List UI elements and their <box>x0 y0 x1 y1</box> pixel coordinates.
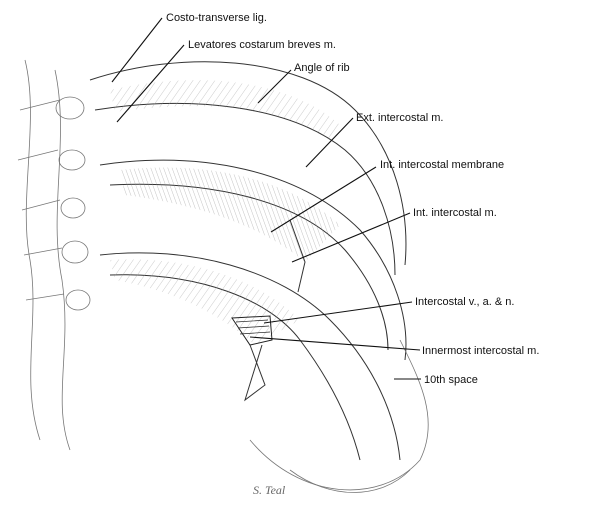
chest-wall <box>249 339 429 493</box>
label-levatores-costarum-breves: Levatores costarum breves m. <box>188 39 336 51</box>
label-int-intercostal: Int. intercostal m. <box>413 207 497 219</box>
label-ext-intercostal: Ext. intercostal m. <box>356 112 443 124</box>
label-tenth-space: 10th space <box>424 374 478 386</box>
label-int-intercostal-membrane: Int. intercostal membrane <box>380 159 504 171</box>
rib-upper <box>89 61 407 276</box>
label-angle-of-rib: Angle of rib <box>294 62 350 74</box>
rib-lower <box>99 252 401 461</box>
leader-lines <box>111 17 421 380</box>
rib-middle <box>99 159 407 361</box>
label-group: Costo-transverse lig. Levatores costarum… <box>166 12 539 386</box>
vertebral-column <box>17 59 91 451</box>
artist-signature: S. Teal <box>253 483 286 497</box>
label-intercostal-vessels-nerve: Intercostal v., a. & n. <box>415 296 514 308</box>
label-costo-transverse-lig: Costo-transverse lig. <box>166 12 267 24</box>
label-innermost-intercostal: Innermost intercostal m. <box>422 345 539 357</box>
